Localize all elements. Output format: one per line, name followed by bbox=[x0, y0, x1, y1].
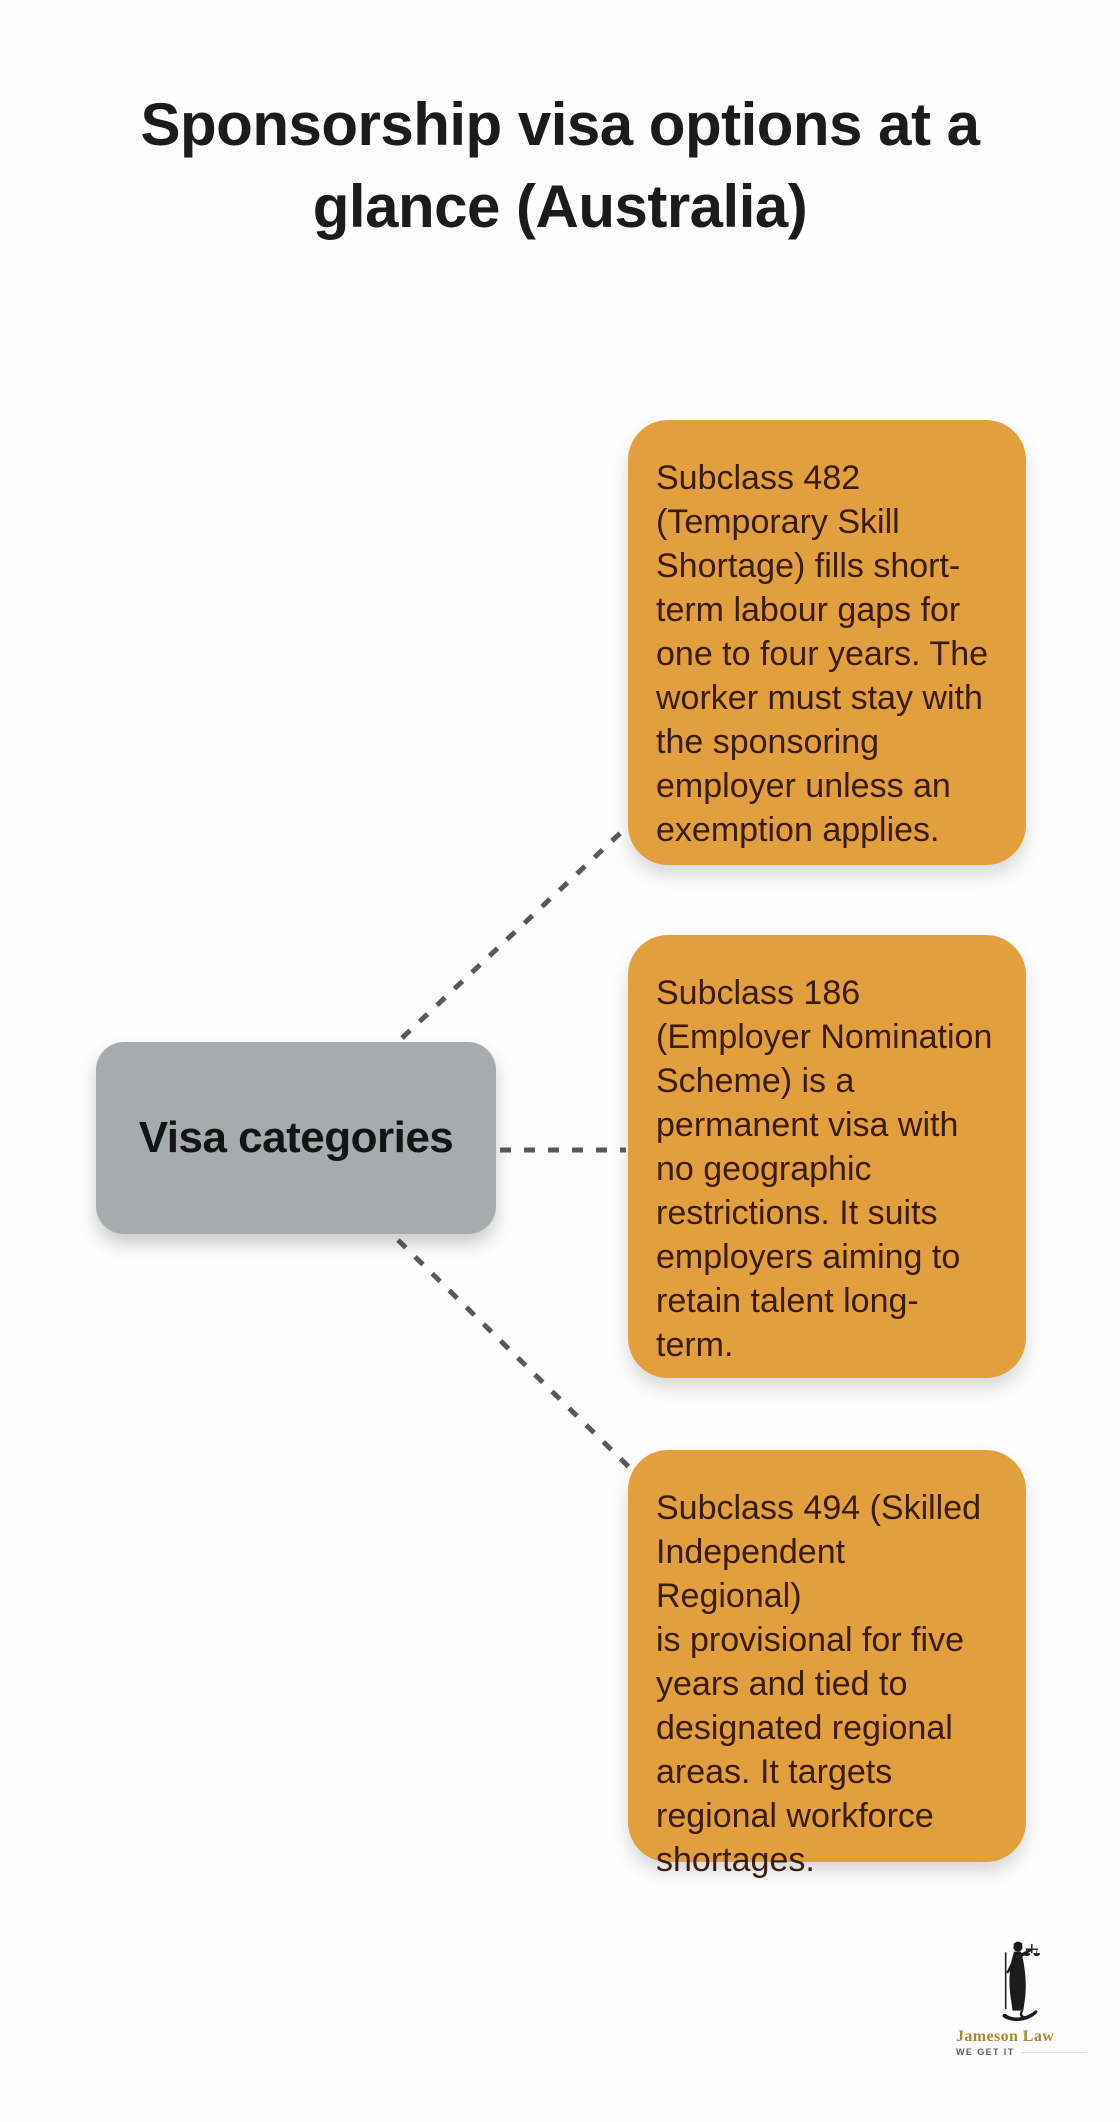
node-subclass-494-text: Subclass 494 (Skilled Independent Region… bbox=[656, 1489, 982, 1879]
logo-name: Jameson Law bbox=[956, 2028, 1055, 2045]
logo-divider bbox=[1020, 2051, 1086, 2053]
node-subclass-186-text: Subclass 186 (Employer Nomination Scheme… bbox=[656, 974, 993, 1364]
lady-justice-icon bbox=[1002, 1941, 1041, 2022]
connector-line-494 bbox=[396, 1238, 636, 1474]
page-title: Sponsorship visa options at a glance (Au… bbox=[140, 91, 980, 241]
node-subclass-482: Subclass 482 (Temporary Skill Shortage) … bbox=[628, 420, 1026, 865]
node-subclass-482-text: Subclass 482 (Temporary Skill Shortage) … bbox=[656, 459, 989, 849]
center-node-label: Visa categories bbox=[138, 1113, 454, 1162]
node-visa-categories: Visa categories bbox=[96, 1042, 496, 1234]
jameson-law-logo: Jameson Law WE GET IT bbox=[956, 1940, 1086, 2057]
node-subclass-186: Subclass 186 (Employer Nomination Scheme… bbox=[628, 935, 1026, 1378]
logo-tagline: WE GET IT bbox=[956, 2047, 1015, 2057]
node-subclass-494: Subclass 494 (Skilled Independent Region… bbox=[628, 1450, 1026, 1879]
connector-line-482 bbox=[400, 822, 632, 1040]
logo-tagline-row: WE GET IT bbox=[956, 2047, 1086, 2057]
